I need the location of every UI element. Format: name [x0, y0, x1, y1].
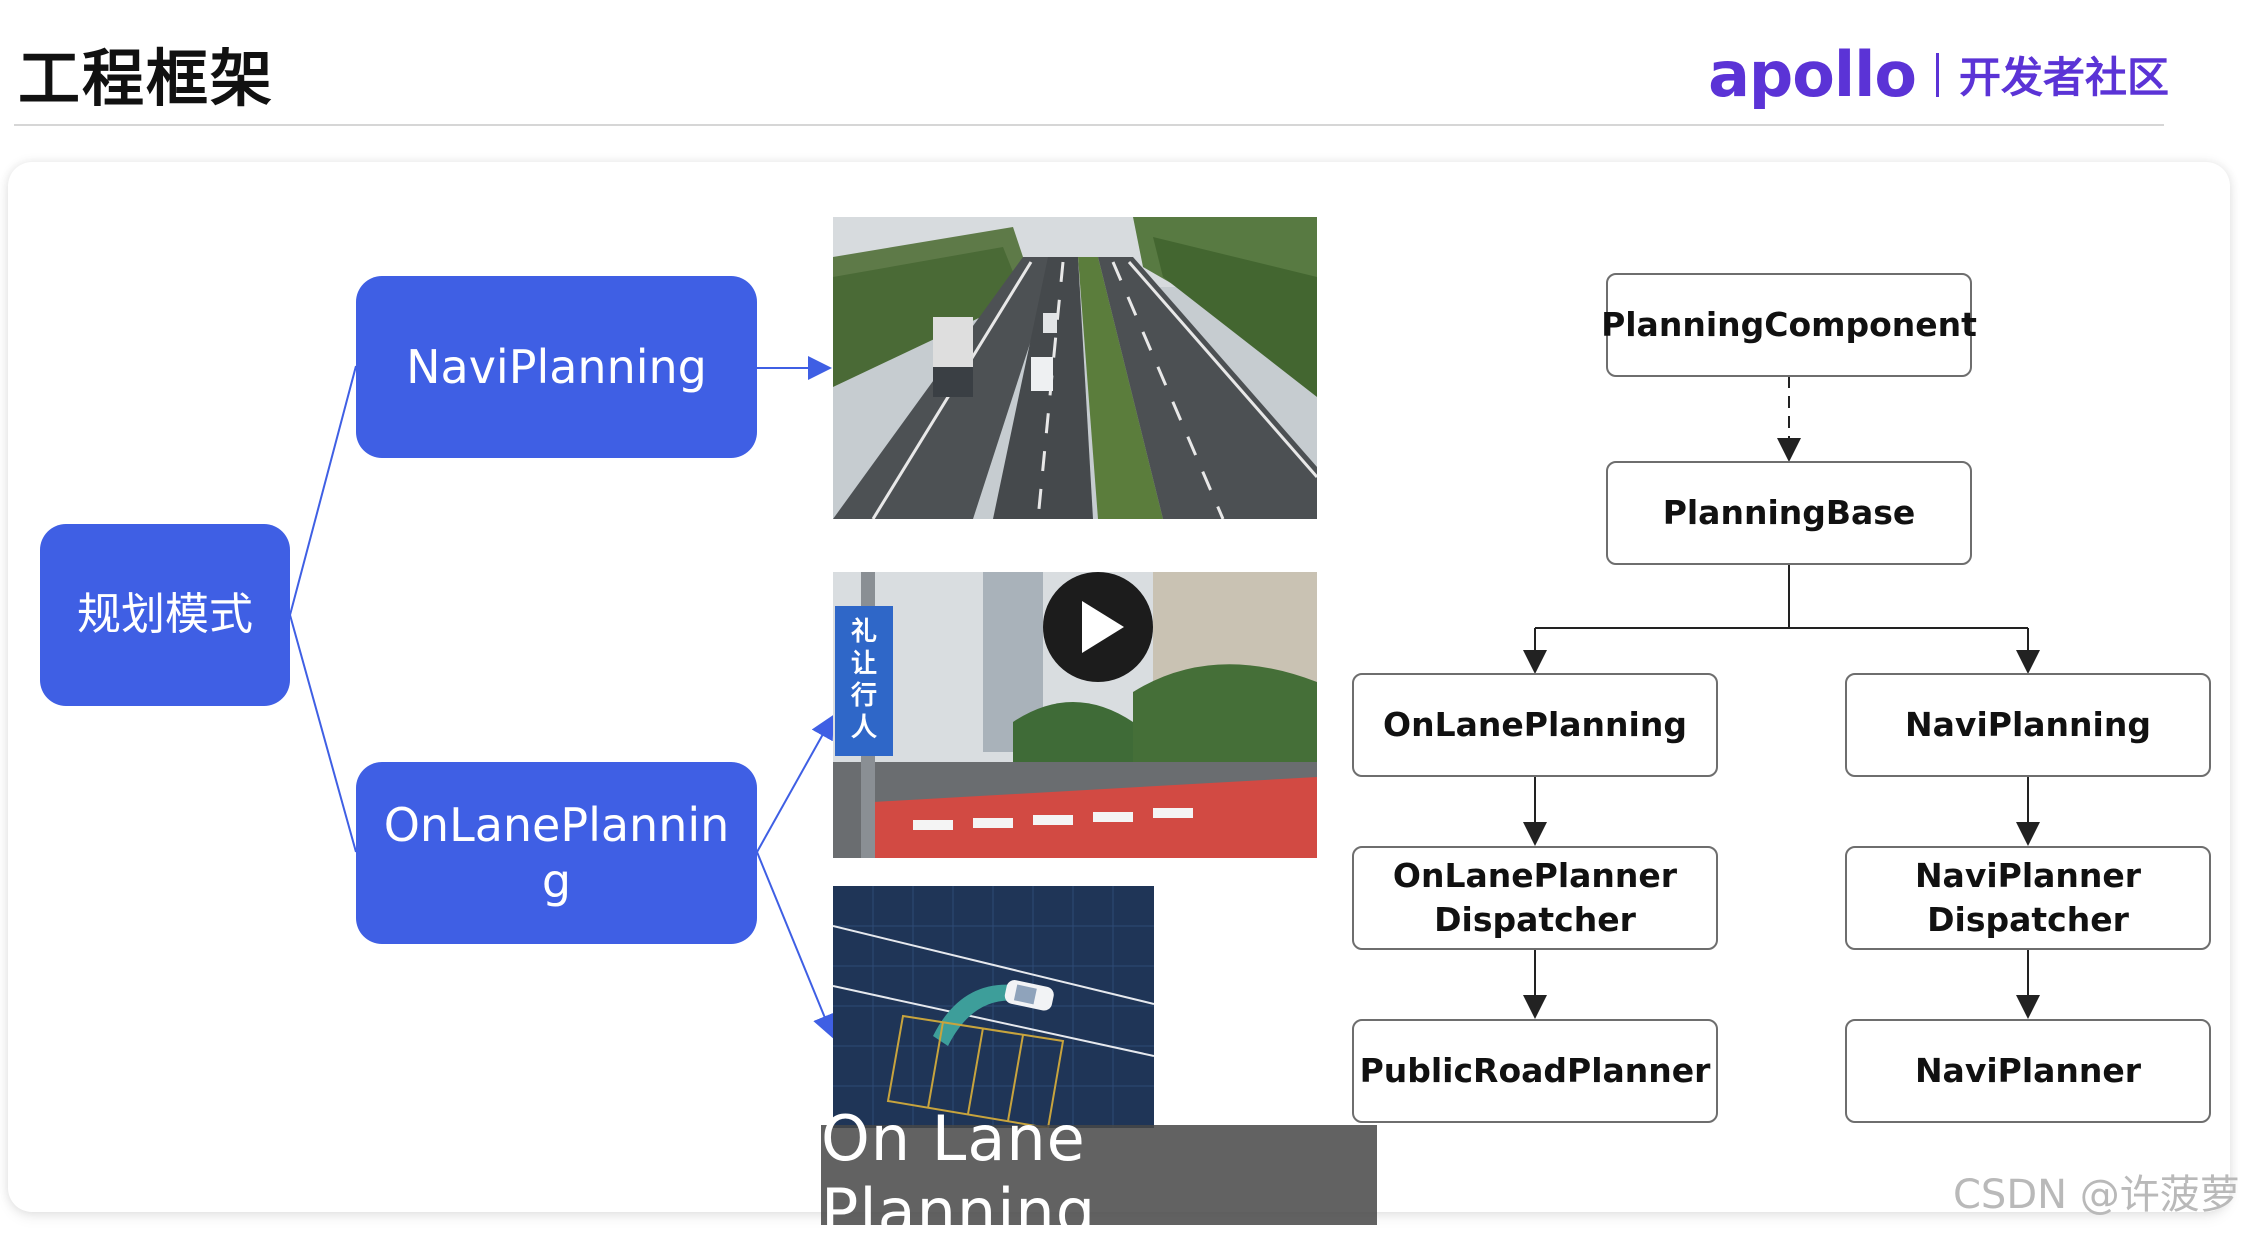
navi-planning-label: NaviPlanning: [406, 340, 707, 394]
node-public-road-planner-label: PublicRoadPlanner: [1359, 1051, 1711, 1090]
node-onlane-planner-dispatcher-label: OnLanePlanner Dispatcher: [1392, 856, 1678, 939]
onlane-planning-label: OnLanePlannin g: [383, 798, 730, 908]
node-navi-planner-dispatcher-label: NaviPlanner Dispatcher: [1914, 856, 2142, 939]
node-navi-planning: NaviPlanning: [1845, 673, 2211, 777]
node-planning-component-label: PlanningComponent: [1601, 305, 1977, 344]
brand-separator: [1935, 52, 1939, 97]
node-planning-base: PlanningBase: [1606, 461, 1972, 565]
navi-planning-box: NaviPlanning: [356, 276, 757, 458]
sign-text: 礼让行人: [850, 617, 877, 743]
node-navi-planner: NaviPlanner: [1845, 1019, 2211, 1123]
node-planning-base-label: PlanningBase: [1662, 493, 1916, 532]
planning-mode-label: 规划模式: [77, 589, 253, 640]
csdn-watermark: CSDN @许菠萝: [1953, 1172, 2240, 1218]
node-onlane-planning: OnLanePlanning: [1352, 673, 1718, 777]
highway-image: [833, 217, 1317, 519]
play-button[interactable]: [1043, 572, 1153, 682]
brand-logo-group: apollo 开发者社区: [1708, 38, 2169, 111]
page-title: 工程框架: [18, 42, 275, 115]
video-caption: On Lane Planning: [821, 1102, 1377, 1248]
play-icon[interactable]: [1082, 601, 1124, 653]
node-planning-component: PlanningComponent: [1601, 273, 1977, 377]
onlane-simulation-image: [833, 886, 1154, 1128]
node-onlane-planner-dispatcher: OnLanePlanner Dispatcher: [1352, 846, 1718, 950]
node-navi-planner-dispatcher: NaviPlanner Dispatcher: [1845, 846, 2211, 950]
onlane-planning-box: OnLanePlannin g: [356, 762, 757, 944]
node-onlane-planning-label: OnLanePlanning: [1383, 705, 1687, 744]
brand-subtitle: 开发者社区: [1958, 53, 2169, 102]
node-public-road-planner: PublicRoadPlanner: [1352, 1019, 1718, 1123]
planning-mode-box: 规划模式: [40, 524, 290, 706]
crosswalk-video-thumbnail[interactable]: 礼让行人: [833, 572, 1317, 858]
apollo-logo: apollo: [1708, 38, 1917, 111]
node-navi-planning-label: NaviPlanning: [1905, 705, 2151, 744]
header-divider: [14, 124, 2164, 126]
node-navi-planner-label: NaviPlanner: [1914, 1051, 2142, 1090]
